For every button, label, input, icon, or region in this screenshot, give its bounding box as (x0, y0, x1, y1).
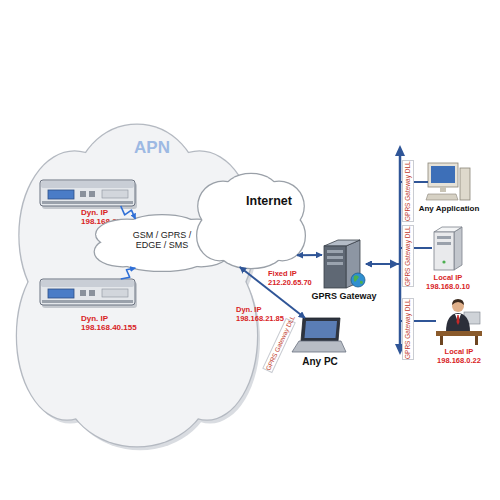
bus-line (399, 154, 402, 346)
server-top (324, 240, 360, 246)
desk-leg (475, 336, 478, 345)
cloud-edge (197, 174, 305, 268)
cloud-edge (17, 125, 257, 447)
internet-cloud: Internet (195, 172, 307, 270)
server-slot (327, 250, 343, 253)
cloud-fill (197, 174, 305, 268)
bus-arrowhead (395, 145, 405, 156)
dll-tag: GPRS Gateway DLL (402, 225, 414, 287)
computer-tower (460, 168, 470, 200)
laptop-base (292, 341, 346, 352)
user-workstation: Local IP 198.168.0.22 (436, 298, 482, 344)
server-tower: Local IP 198.168.0.10 (432, 226, 464, 270)
person-tie (457, 315, 460, 325)
cloud-outline (195, 172, 307, 270)
cloud-title: APN (117, 138, 187, 158)
tower-bay (437, 236, 451, 239)
connector-group (121, 182, 436, 321)
cloud-outline (12, 118, 262, 453)
server-slot (327, 262, 343, 265)
person-body (446, 313, 470, 332)
cloud-bump-fill (197, 211, 242, 260)
cloud-label: GSM / GPRS / EDGE / SMS (127, 230, 197, 251)
desk-leg (440, 336, 443, 345)
modem-illustration (40, 279, 137, 308)
cloud-label: Internet (239, 194, 299, 208)
laptop-screen (305, 321, 338, 338)
tower-side (454, 227, 462, 270)
wireless-link (121, 206, 136, 219)
computer-monitor (428, 163, 458, 187)
server-front (324, 246, 346, 288)
person-hair (452, 299, 464, 305)
cloud-bump (17, 252, 117, 420)
network-link (366, 248, 432, 264)
laptop-lid (301, 318, 340, 341)
desk-top (436, 331, 482, 336)
desk-monitor (464, 312, 480, 324)
device-name: Any PC (280, 356, 360, 368)
globe-land (354, 275, 363, 284)
desktop-computer: Any Application (428, 162, 470, 202)
globe-icon (351, 273, 365, 287)
tower-top (434, 227, 462, 232)
network-link (366, 264, 436, 321)
wireless-link (121, 268, 136, 279)
server-slot (327, 256, 343, 259)
computer-keyboard (426, 194, 458, 200)
device-name: GPRS Gateway (309, 291, 379, 301)
ip-address: Local IP 198.168.0.10 (420, 274, 476, 291)
ip-address: Fixed IP 212.20.65.70 (268, 270, 320, 287)
modem-illustration (40, 180, 137, 209)
server-side (346, 240, 360, 288)
network-link (240, 267, 305, 318)
modem-device: Dyn. IP 198.168.35.3 (40, 180, 135, 206)
monitor-stand (440, 187, 446, 192)
gateway-server: GPRS GatewayFixed IP 212.20.65.70 (322, 240, 366, 288)
bus-arrowhead (390, 260, 399, 269)
person-head (452, 300, 464, 312)
device-name: Any Application (414, 204, 484, 213)
computer-screen (431, 166, 455, 183)
tower-bay (437, 242, 451, 245)
dll-tag: GPRS Gateway DLL (262, 317, 296, 372)
ip-address: Dyn. IP 198.168.40.155 (81, 314, 147, 332)
ip-address: Local IP 198.168.0.22 (431, 348, 487, 365)
network-link (366, 182, 428, 264)
network-link (297, 254, 322, 256)
modem-device: Dyn. IP 198.168.40.155 (40, 279, 135, 305)
tower-front (434, 232, 454, 270)
person-shirt (455, 314, 461, 322)
cloud-bump-fill (17, 252, 117, 420)
apn-cloud: APN Dyn. IP 198.168.35.3Dyn. IP 198.168.4… (12, 118, 262, 453)
dll-tag: GPRS Gateway DLL (402, 160, 414, 222)
cloud-bump (197, 211, 242, 260)
dll-tag: GPRS Gateway DLL (402, 298, 414, 360)
cloud-fill (17, 125, 257, 447)
tower-led (442, 260, 445, 263)
laptop-pc: Any PCDyn. IP 198.168.21.85 (295, 318, 345, 352)
